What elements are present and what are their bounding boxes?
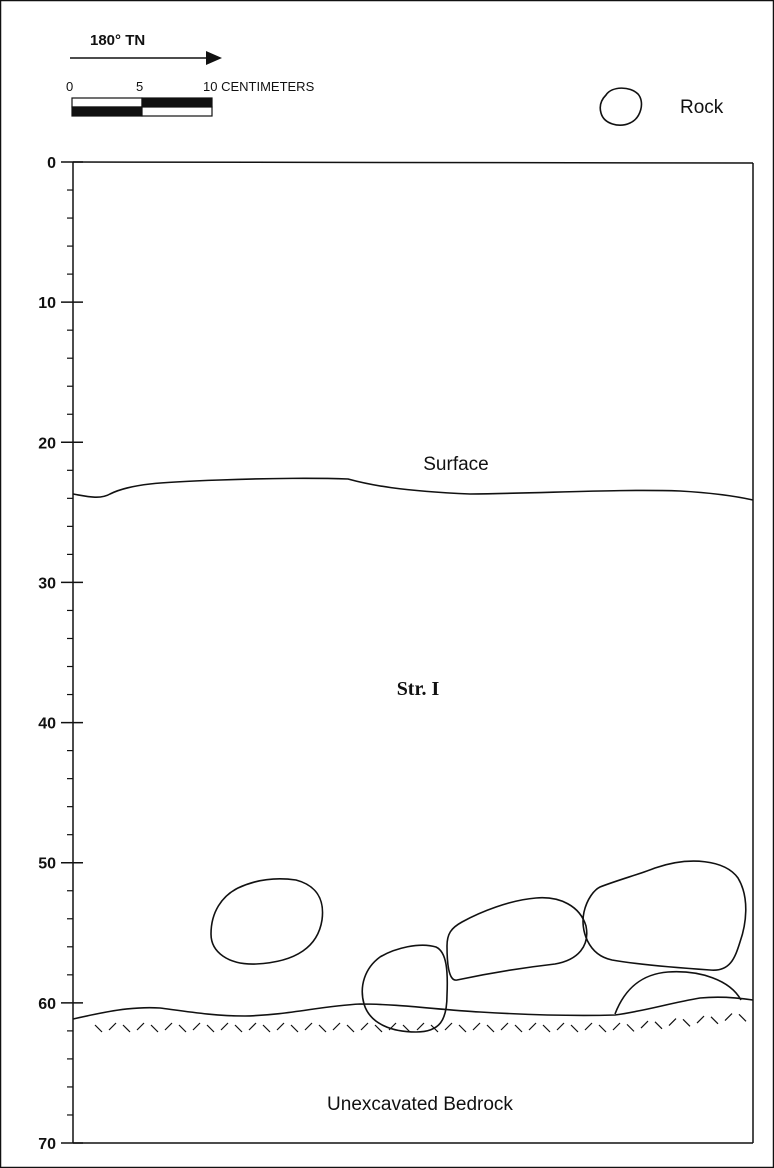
scale-segment [71,106,143,117]
scale-bar: 0 5 10 CENTIMETERS [66,79,315,117]
depth-tick-label: 60 [38,996,56,1013]
bedrock-hatch-mark [402,1024,411,1033]
bedrock-hatch-mark [486,1024,495,1033]
bedrock-hatch-mark [710,1016,719,1025]
scale-tick-0: 0 [66,79,73,94]
scale-segment [141,106,213,117]
profile-top-edge [72,161,754,164]
bedrock-hatch-mark [122,1024,131,1033]
bedrock-hatch-mark [318,1024,327,1033]
rock-legend-icon [599,87,643,126]
bedrock-hatch-mark [178,1024,187,1033]
bedrock-hatch-mark [668,1018,677,1027]
bedrock-hatch-mark [612,1022,621,1031]
depth-tick-label: 30 [38,575,56,592]
bedrock-hatch-mark [262,1024,271,1033]
bedrock-hatch-mark [332,1022,341,1031]
bedrock-hatch-mark [108,1022,117,1031]
bedrock-hatch-mark [640,1020,649,1029]
bedrock-hatch-mark [206,1024,215,1033]
surface-label: Surface [423,454,488,475]
bedrock-hatch-mark [556,1022,565,1031]
arrow-head-icon [206,51,222,65]
rock [582,860,747,971]
bedrock-hatch-mark [276,1022,285,1031]
rocks [210,860,747,1033]
bedrock-hatch-mark [696,1015,705,1024]
depth-tick-label: 50 [38,856,56,873]
bedrock-hatch-mark [724,1013,733,1021]
bedrock-hatch-mark [234,1024,243,1033]
depth-tick-label: 0 [47,155,56,172]
bedrock-hatch-mark [360,1022,369,1031]
depth-tick-label: 70 [38,1136,56,1153]
legend: Rock [599,87,724,126]
stratum-label: Str. I [397,678,440,700]
bedrock-hatch-mark [472,1022,481,1031]
surface-contact-line [72,477,754,501]
bedrock-label: Unexcavated Bedrock [327,1094,513,1115]
bedrock-hatch-mark [136,1022,145,1031]
orientation-label: 180° TN [90,32,145,49]
bedrock-hatch-mark [304,1022,313,1031]
scale-segment [141,97,213,108]
bedrock-hatch-mark [626,1023,635,1032]
bedrock-hatch-mark [346,1024,355,1033]
bedrock-hatch-mark [528,1022,537,1031]
bedrock-hatch-mark [514,1024,523,1033]
bedrock-hatch-mark [444,1022,453,1031]
rock [446,896,588,981]
bedrock-hatch-mark [542,1024,551,1033]
scale-tick-10: 10 CENTIMETERS [203,79,315,94]
north-arrow: 180° TN [70,32,222,65]
bedrock-hatch-mark [598,1024,607,1033]
bedrock-hatch-mark [654,1021,663,1030]
depth-tick-label: 40 [38,716,56,733]
bedrock-hatch-mark [458,1024,467,1033]
bedrock-contact-line [72,996,754,1020]
bedrock-hatch-mark [738,1013,747,1022]
rock [210,878,324,965]
scale-segment [71,97,143,108]
bedrock-hatch-mark [192,1022,201,1031]
depth-axis: 0 10 20 30 40 50 60 70 [38,155,83,1153]
profile-frame [72,161,754,1144]
rock [361,944,449,1033]
bedrock-hatch-mark [220,1022,229,1031]
bedrock-hatch-mark [374,1024,383,1033]
bedrock-hatch-mark [570,1024,579,1033]
bedrock-hatch-mark [94,1024,103,1033]
bedrock-hatch-mark [416,1022,425,1031]
legend-rock-label: Rock [680,97,724,118]
bedrock-hatch-mark [248,1022,257,1031]
depth-tick-label: 20 [38,435,56,452]
bedrock-hatch-mark [164,1022,173,1031]
depth-tick-label: 10 [38,295,56,312]
bedrock-hatching [94,1013,747,1033]
rock [614,970,742,1015]
bedrock-hatch-mark [682,1018,691,1027]
bedrock-hatch-mark [150,1024,159,1033]
scale-tick-5: 5 [136,79,143,94]
bedrock-hatch-mark [584,1022,593,1031]
bedrock-hatch-mark [500,1022,509,1031]
bedrock-hatch-mark [290,1024,299,1033]
